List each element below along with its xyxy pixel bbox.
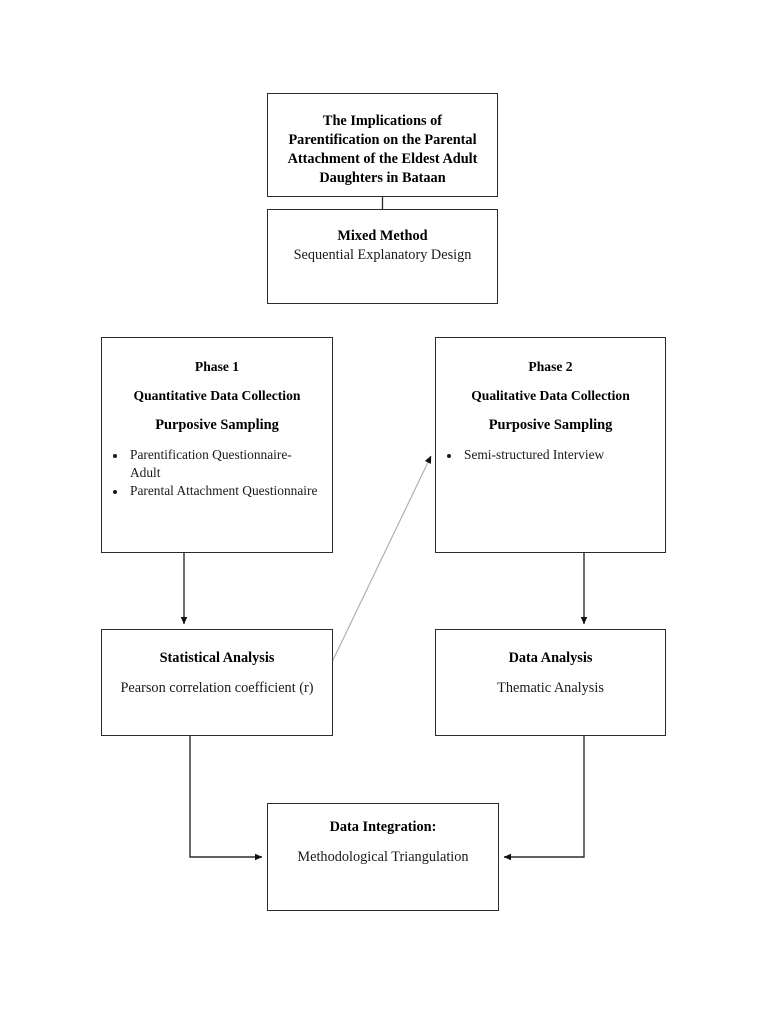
node-data-analysis-box: Data Analysis Thematic Analysis — [435, 629, 666, 736]
phase2-label: Phase 2 — [528, 359, 573, 374]
method-box-heading: Mixed Method — [337, 228, 428, 244]
phase2-collection-label: Qualitative Data Collection — [471, 388, 630, 404]
integration-box-heading: Data Integration: — [329, 819, 437, 835]
spacer — [110, 435, 324, 446]
method-box-subtitle: Sequential Explanatory Design — [293, 247, 472, 263]
node-method-box: Mixed Method Sequential Explanatory Desi… — [267, 209, 498, 304]
list-item: Parentification Questionnaire- Adult — [110, 446, 324, 481]
data-analysis-box-heading: Data Analysis — [508, 650, 593, 666]
statistical-box-subtitle: Pearson correlation coefficient (r) — [120, 680, 314, 696]
node-statistical-box: Statistical Analysis Pearson correlation… — [101, 629, 333, 736]
list-item: Parental Attachment Questionnaire — [110, 482, 324, 499]
spacer — [110, 668, 324, 679]
node-integration-box: Data Integration: Methodological Triangu… — [267, 803, 499, 911]
data-analysis-box-subtitle: Thematic Analysis — [497, 680, 604, 696]
spacer — [276, 837, 490, 848]
node-title-box: The Implications of Parentification on t… — [267, 93, 498, 197]
phase1-collection-label: Quantitative Data Collection — [133, 388, 301, 404]
bullet-icon — [447, 453, 451, 458]
edge-statistical-to-integration — [189, 736, 263, 861]
integration-box-subtitle: Methodological Triangulation — [297, 849, 469, 865]
title-box-heading: The Implications of Parentification on t… — [287, 113, 478, 186]
phase1-label: Phase 1 — [194, 359, 240, 374]
bullet-icon — [113, 489, 117, 494]
node-phase2-box: Phase 2 Qualitative Data Collection Purp… — [435, 337, 666, 553]
list-item-label: Semi-structured Interview — [464, 447, 605, 463]
phase2-sampling-label: Purposive Sampling — [488, 417, 613, 434]
list-item: Semi-structured Interview — [444, 446, 657, 463]
statistical-box-heading: Statistical Analysis — [159, 650, 275, 666]
bullet-icon — [113, 453, 117, 458]
spacer — [110, 376, 324, 387]
spacer — [110, 405, 324, 416]
edge-data-analysis-to-integration — [503, 736, 585, 861]
spacer — [444, 376, 657, 387]
phase2-item-list: Semi-structured Interview — [444, 446, 657, 463]
list-item-label: Parental Attachment Questionnaire — [130, 483, 318, 499]
list-item-label: Parentification Questionnaire- Adult — [130, 447, 292, 480]
spacer — [444, 668, 657, 679]
phase1-item-list: Parentification Questionnaire- Adult Par… — [110, 446, 324, 499]
edge-statistical-to-phase2 — [321, 455, 432, 684]
spacer — [444, 435, 657, 446]
node-phase1-box: Phase 1 Quantitative Data Collection Pur… — [101, 337, 333, 553]
phase1-sampling-label: Purposive Sampling — [155, 417, 279, 434]
spacer — [444, 405, 657, 416]
